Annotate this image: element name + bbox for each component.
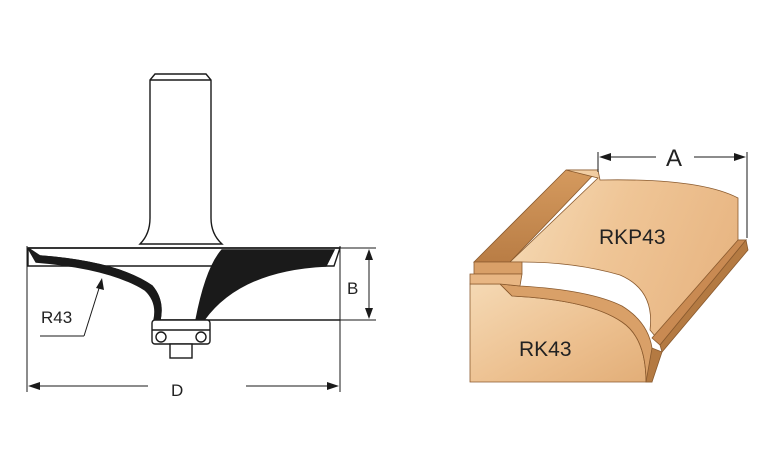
diameter-label: D [171, 381, 183, 400]
bit-dimensions [26, 246, 376, 392]
bottom-piece-label: RK43 [519, 338, 572, 361]
profile-dimensions [597, 152, 748, 238]
bit-shank [138, 73, 224, 245]
width-label: A [666, 145, 682, 172]
top-piece-label: RKP43 [599, 226, 666, 249]
router-bit [27, 73, 341, 359]
radius-label: R43 [41, 308, 72, 327]
height-label: B [347, 279, 358, 298]
wood-profile [469, 169, 749, 383]
bearing-screw [169, 343, 193, 359]
rkp43-front [473, 261, 523, 275]
right-cutting-edge [195, 249, 336, 321]
